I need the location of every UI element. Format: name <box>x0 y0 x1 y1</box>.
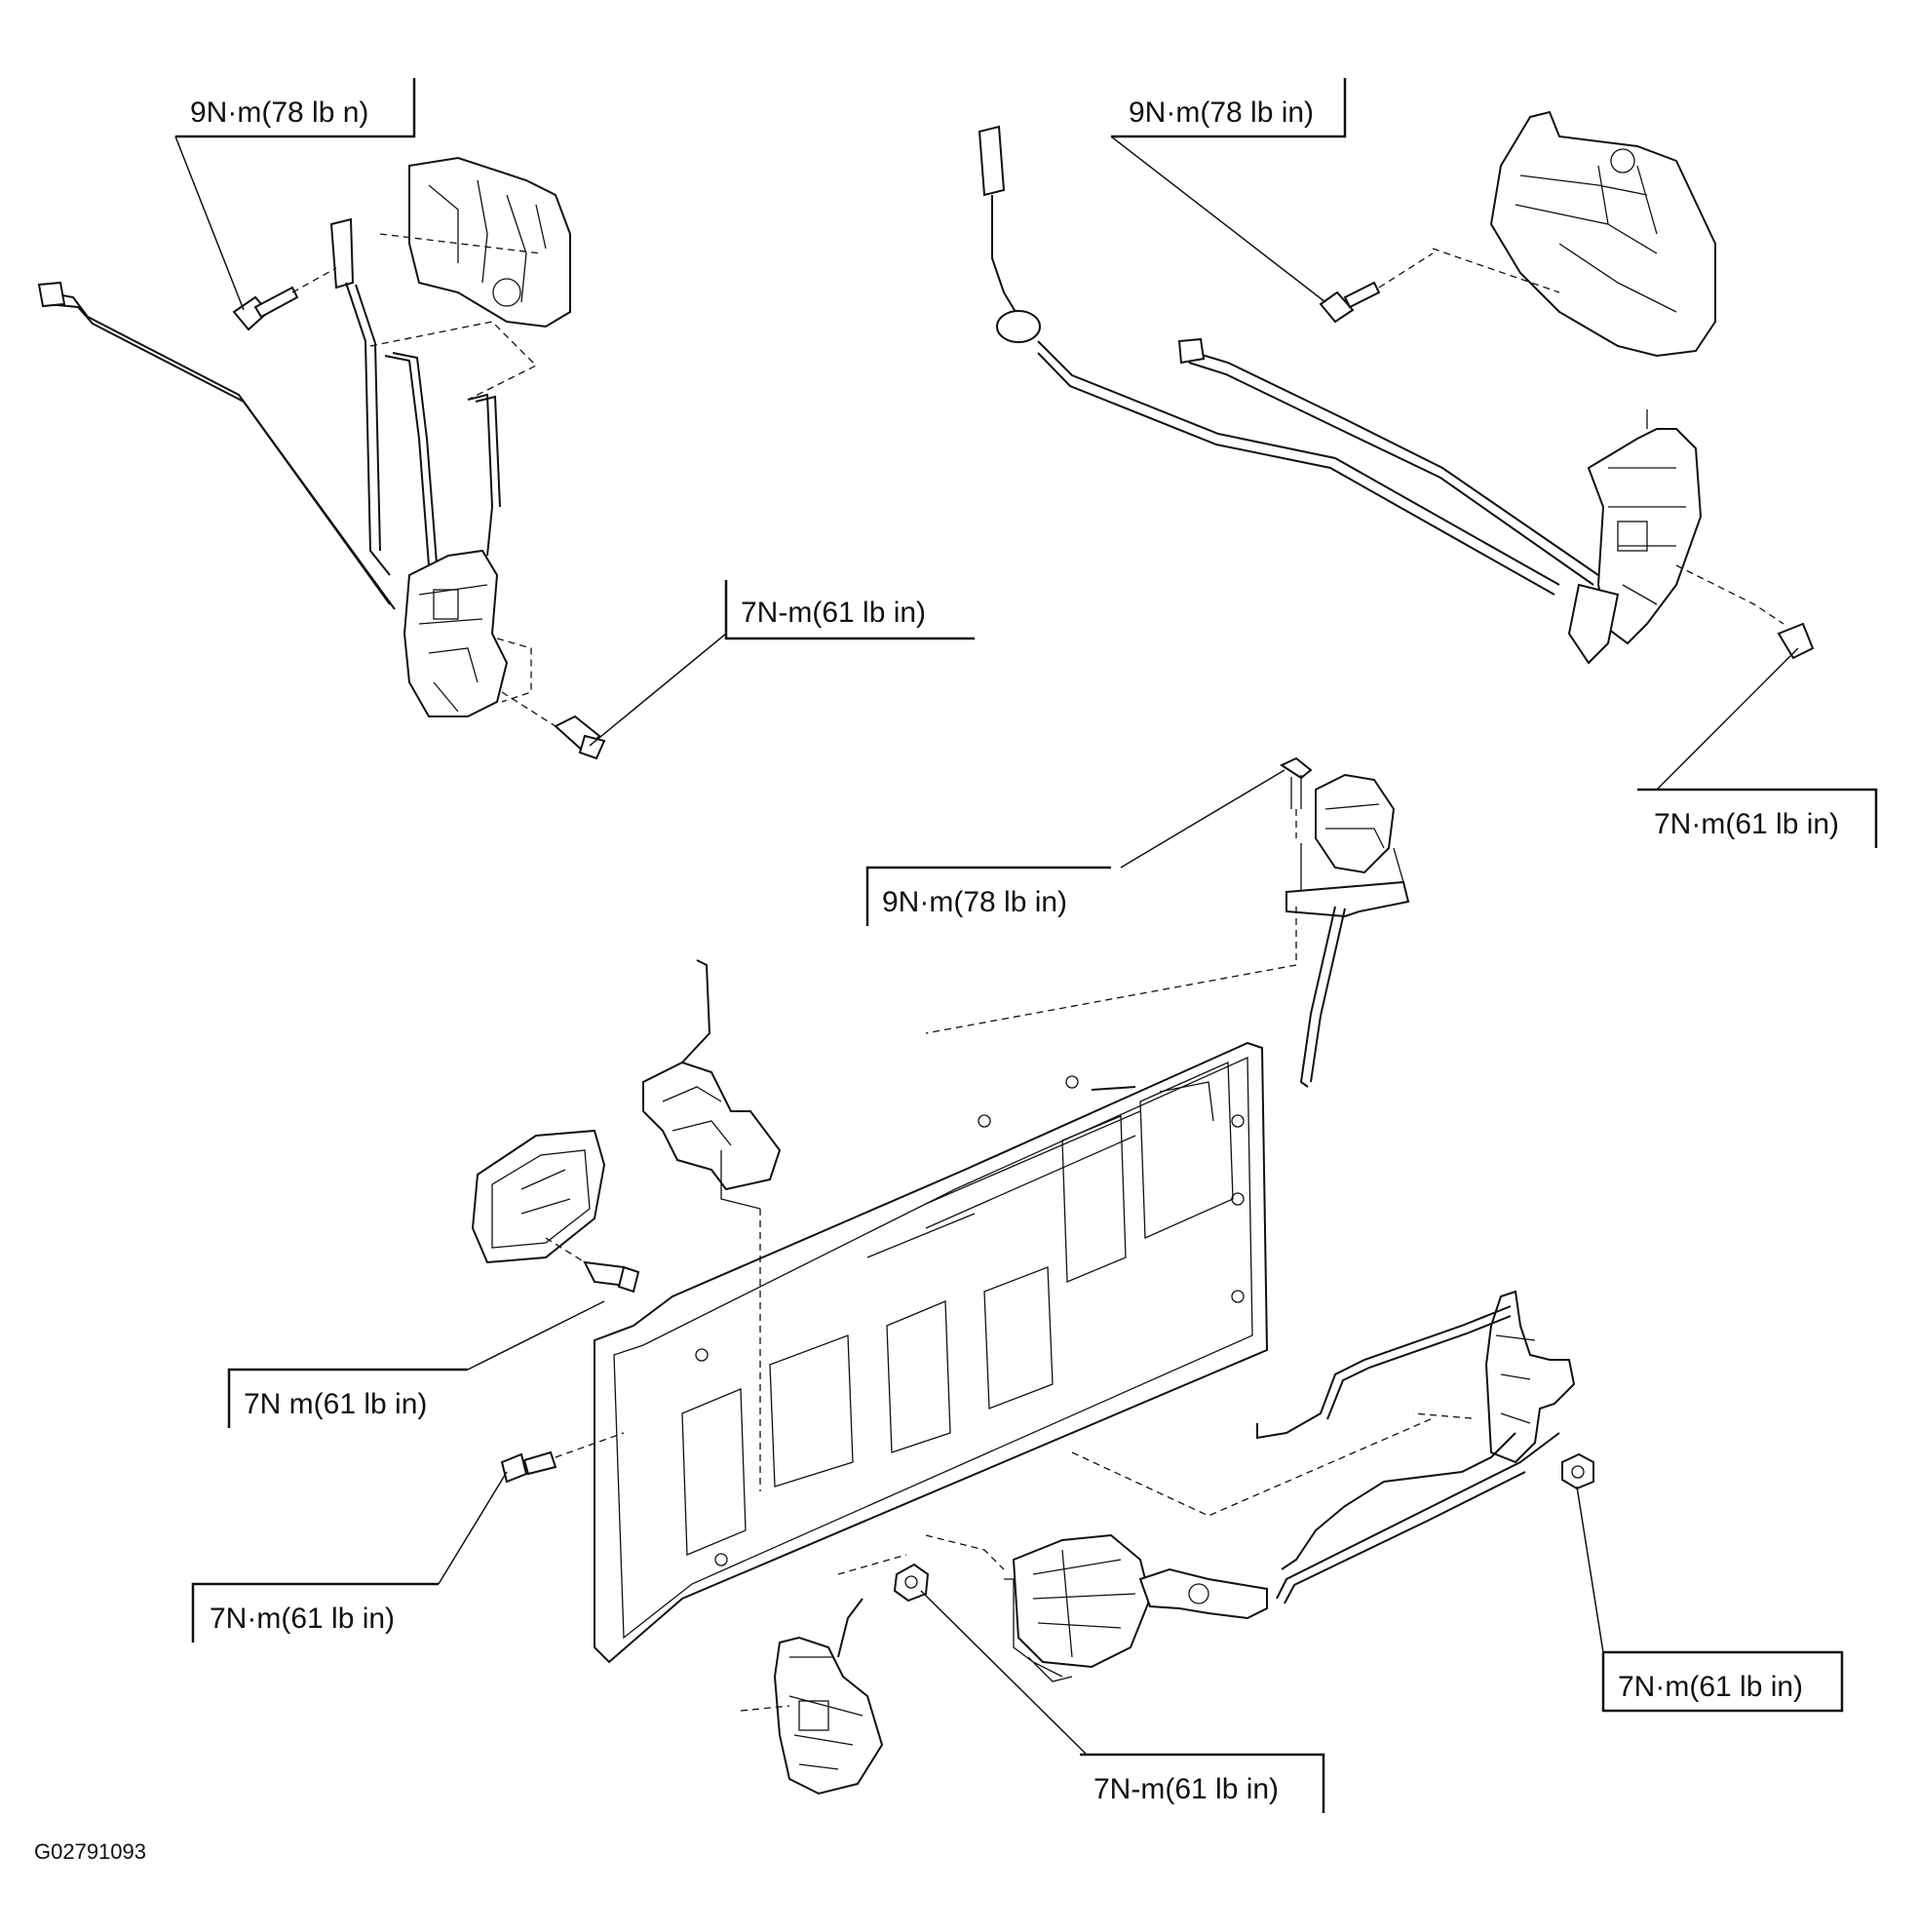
nut-icon <box>1561 1452 1594 1490</box>
inside-handle <box>471 1129 640 1294</box>
torque-label: 7N-m(61 lb in) <box>1093 1773 1279 1805</box>
leader-lines <box>174 135 1799 1756</box>
torque-label: 7N·m(61 lb in) <box>210 1603 395 1635</box>
rear-latch-actuator <box>925 1417 1560 1682</box>
torque-callout-8: 7N-m(61 lb in) <box>1080 1753 1325 1813</box>
torque-label: 7N·m(61 lb in) <box>1618 1671 1803 1703</box>
bolt-icon <box>232 286 299 331</box>
bolt-icon <box>1319 281 1381 324</box>
nut-icon <box>893 1563 930 1603</box>
torque-label: 7N·m(61 lb in) <box>1654 808 1839 840</box>
torque-callout-2: 9N·m(78 lb in) <box>1111 78 1347 138</box>
right-hinge-bracket <box>1256 1290 1594 1570</box>
upper-latch-bracket <box>925 756 1410 1088</box>
bolt-icon <box>554 715 606 760</box>
torque-callout-7: 7N·m(61 lb in) <box>191 1582 439 1642</box>
torque-label: 7N-m(61 lb in) <box>741 597 926 629</box>
bolt-icon <box>583 1260 640 1294</box>
bolt-icon <box>500 1450 557 1484</box>
torque-callout-9: 7N·m(61 lb in) <box>1601 1650 1844 1713</box>
torque-callout-3: 7N-m(61 lb in) <box>724 580 975 640</box>
bolt-icon <box>1777 622 1815 660</box>
torque-label: 9N·m(78 lb in) <box>882 886 1067 918</box>
torque-label: 7N m(61 lb in) <box>244 1388 427 1420</box>
lower-latch <box>740 1554 907 1796</box>
bolt-icon <box>1279 756 1313 809</box>
torque-callout-6: 7N m(61 lb in) <box>227 1368 468 1428</box>
torque-callout-1: 9N·m(78 lb n) <box>175 78 416 138</box>
torque-label: 9N·m(78 lb n) <box>190 97 368 129</box>
top-right-handle-assembly <box>978 110 1815 665</box>
lock-bracket <box>642 959 782 1491</box>
door-inner-panel <box>594 1041 1269 1664</box>
figure-code: G02791093 <box>34 1839 146 1864</box>
torque-callout-4: 7N·m(61 lb in) <box>1637 788 1878 848</box>
torque-label: 9N·m(78 lb in) <box>1129 97 1314 129</box>
top-left-latch-assembly <box>37 156 606 760</box>
torque-callout-5: 9N·m(78 lb in) <box>865 866 1111 926</box>
